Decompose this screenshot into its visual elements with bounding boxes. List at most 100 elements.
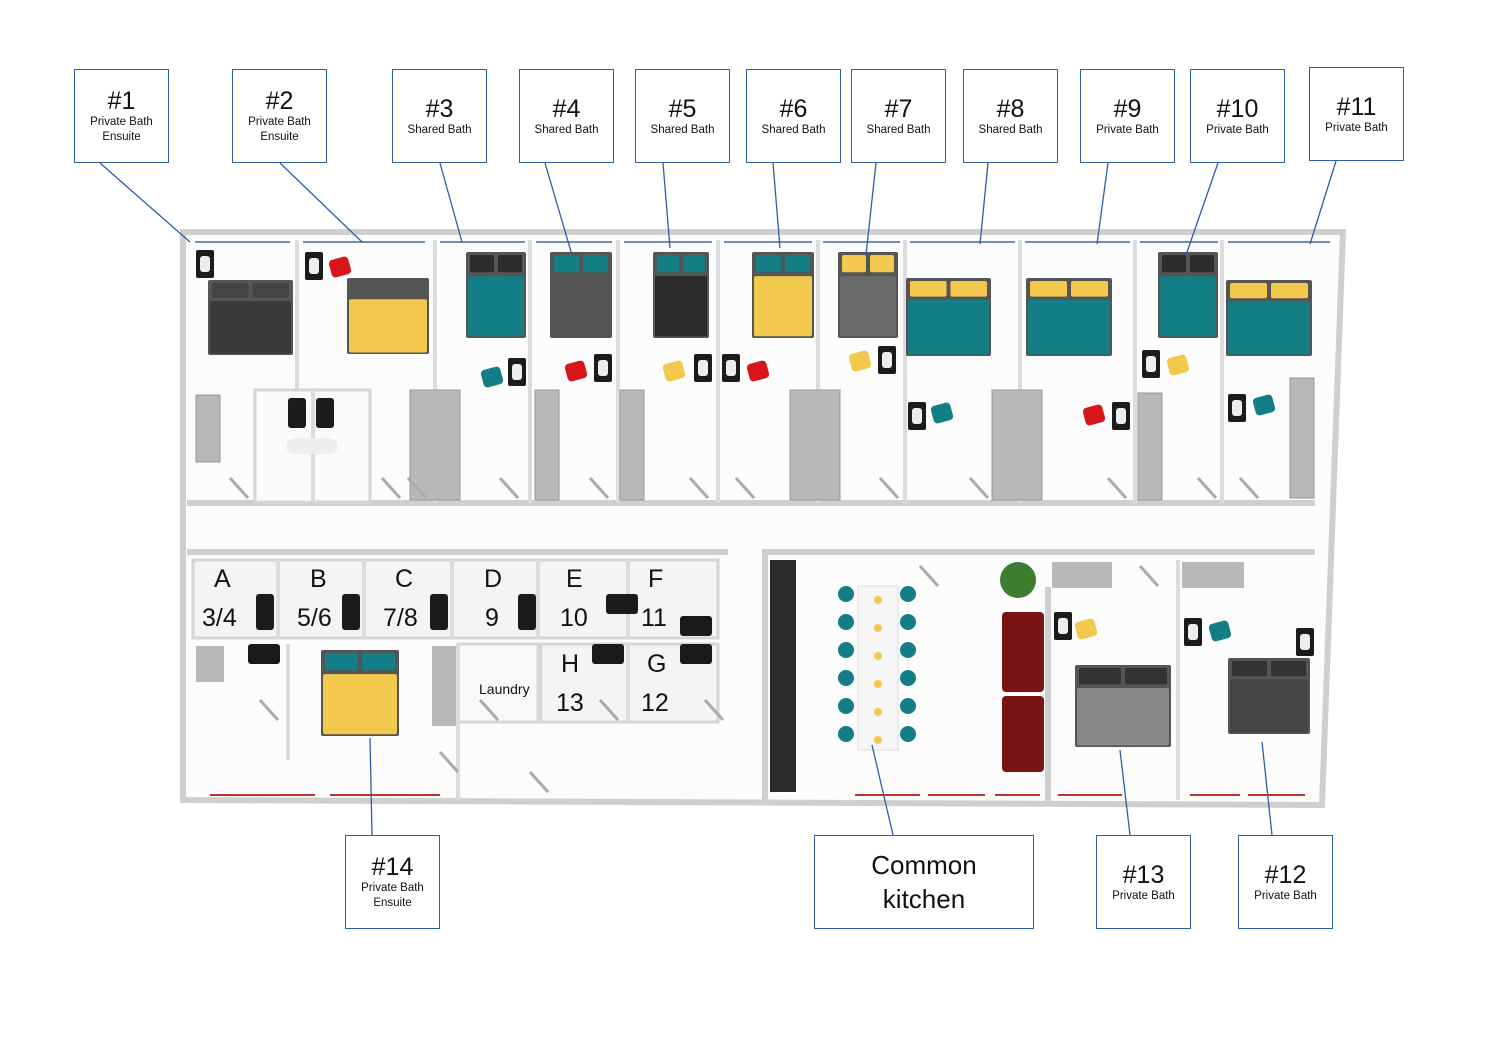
dining-chair-left-3 <box>838 670 854 686</box>
bath-type: Shared Bath <box>534 123 599 136</box>
leader-line-13 <box>1119 749 1131 836</box>
bed-room-12-blanket <box>1230 679 1308 733</box>
bed-room-7-blanket <box>840 276 896 337</box>
bed-room-4-pillow-b <box>583 255 608 273</box>
door-10 <box>1196 476 1218 500</box>
toilet-1 <box>342 594 360 630</box>
chair-2 <box>564 360 588 382</box>
pod-h-rooms: 13 <box>556 689 584 717</box>
bath-type: Private Bath <box>1096 123 1159 136</box>
leader-line-11 <box>369 737 373 836</box>
desk-0 <box>195 394 221 463</box>
pod-d-rooms: 9 <box>485 604 499 632</box>
room-number: #1 <box>107 87 136 115</box>
dining-chair-left-0 <box>838 586 854 602</box>
desk-room-13 <box>1052 562 1112 588</box>
pod-c-rooms: 7/8 <box>383 604 418 632</box>
bath-type: Shared Bath <box>650 123 715 136</box>
bed-room-14-pillow-a <box>325 653 358 671</box>
bed-room-12-pillow-b <box>1271 661 1306 677</box>
bed-room-1-pillow-b <box>252 283 289 298</box>
bath-type: Shared Bath <box>866 123 931 136</box>
callout-room-1: #1 Private Bath Ensuite <box>74 69 169 163</box>
door-13 <box>1138 564 1160 588</box>
door-9 <box>1106 476 1128 500</box>
room-number: #10 <box>1216 94 1259 123</box>
bath-type: Shared Bath <box>407 123 472 136</box>
dining-chair-right-0 <box>900 586 916 602</box>
pod-b-rooms: 5/6 <box>297 604 332 632</box>
chair-3 <box>662 360 686 382</box>
callout-room-9: #9 Private Bath <box>1080 69 1175 163</box>
bed-room-5-pillow-a <box>657 255 679 273</box>
leader-line-6 <box>865 162 877 256</box>
bed-room-11-blanket <box>1228 301 1310 355</box>
desk-3 <box>619 389 645 501</box>
kitchen-counter <box>770 560 796 792</box>
desk-1 <box>409 389 461 501</box>
sink-basin-12 <box>1188 624 1198 640</box>
bed-room-1-blanket <box>210 301 291 354</box>
dining-chair-right-4 <box>900 698 916 714</box>
sink-basin-13 <box>1300 634 1310 650</box>
room-number: #14 <box>371 853 414 881</box>
bed-room-2-pillow-b <box>390 281 425 297</box>
bath-type: Private Bath <box>1112 889 1175 902</box>
shared-toilet-a <box>288 398 306 428</box>
bed-room-7-pillow-a <box>842 255 866 273</box>
door-18 <box>438 750 460 774</box>
bed-room-2-pillow-a <box>351 281 386 297</box>
room-number: #5 <box>668 94 697 123</box>
dining-chair-right-2 <box>900 642 916 658</box>
shared-toilet-b <box>316 398 334 428</box>
bed-room-14-blanket <box>323 674 397 735</box>
sink-basin-7 <box>912 408 922 424</box>
leader-line-4 <box>662 162 671 249</box>
callout-room-12: #12 Private Bath <box>1238 835 1333 929</box>
door-17 <box>258 698 280 722</box>
door-6 <box>734 476 756 500</box>
door-14 <box>478 698 500 722</box>
callout-room-13: #13 Private Bath <box>1096 835 1191 929</box>
laundry-label: Laundry <box>479 681 530 697</box>
sink-basin-0 <box>200 256 210 272</box>
bed-room-13-pillow-a <box>1079 668 1121 685</box>
callout-room-4: #4 Shared Bath <box>519 69 614 163</box>
room-number: #6 <box>779 94 808 123</box>
sink-basin-3 <box>598 360 608 376</box>
desk-room-14-b <box>432 646 456 726</box>
bed-room-5-blanket <box>655 276 707 337</box>
chair-6 <box>930 402 954 424</box>
bed-room-6-pillow-a <box>756 255 781 273</box>
leader-line-7 <box>979 162 989 245</box>
leader-line-2 <box>439 162 463 243</box>
desk-2 <box>534 389 560 501</box>
bed-room-3-blanket <box>468 276 524 337</box>
bed-room-12-pillow-a <box>1232 661 1267 677</box>
door-15 <box>598 698 620 722</box>
walls <box>180 229 1347 809</box>
pod-g-letter: G <box>647 650 667 678</box>
leader-line-3 <box>544 162 573 256</box>
bath-type: Private Bath Ensuite <box>361 882 424 909</box>
bed-room-9-pillow-a <box>1030 281 1067 297</box>
chair-11 <box>1208 620 1232 642</box>
dining-chair-left-4 <box>838 698 854 714</box>
bed-room-3-pillow-a <box>470 255 494 273</box>
bath-type: Private Bath Ensuite <box>248 116 311 143</box>
callout-room-10: #10 Private Bath <box>1190 69 1285 163</box>
bath-type: Private Bath <box>1206 123 1269 136</box>
table-setting-3 <box>874 680 882 688</box>
sink-basin-4 <box>698 360 708 376</box>
sink-basin-8 <box>1116 408 1126 424</box>
bed-room-3-pillow-b <box>498 255 522 273</box>
leader-line-0 <box>99 162 191 243</box>
dining-table <box>857 585 899 751</box>
sink-basin-5 <box>726 360 736 376</box>
dining-chair-left-2 <box>838 642 854 658</box>
bed-room-4-blanket <box>552 276 610 337</box>
bed-room-1-pillow-a <box>212 283 249 298</box>
leader-line-12 <box>871 744 894 836</box>
desk-room-14-a <box>196 646 224 682</box>
room-number: #8 <box>996 94 1025 123</box>
